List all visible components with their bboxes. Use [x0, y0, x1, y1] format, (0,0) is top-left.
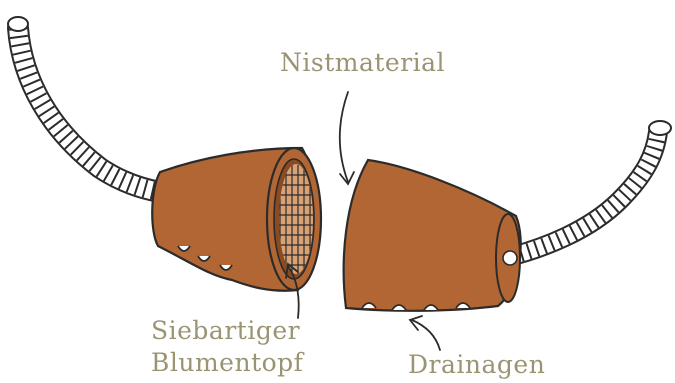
- left-rope: [8, 17, 160, 192]
- right-rope: [505, 121, 671, 258]
- label-sieve-pot-line2: Blumentopf: [151, 350, 303, 375]
- label-nest-material: Nistmaterial: [280, 50, 445, 75]
- right-pot: [344, 160, 521, 311]
- arrow-nest-material: [340, 92, 354, 184]
- arrow-drainage: [410, 316, 440, 350]
- label-sieve-pot-line1: Siebartiger: [151, 318, 300, 343]
- label-drainage: Drainagen: [408, 352, 545, 377]
